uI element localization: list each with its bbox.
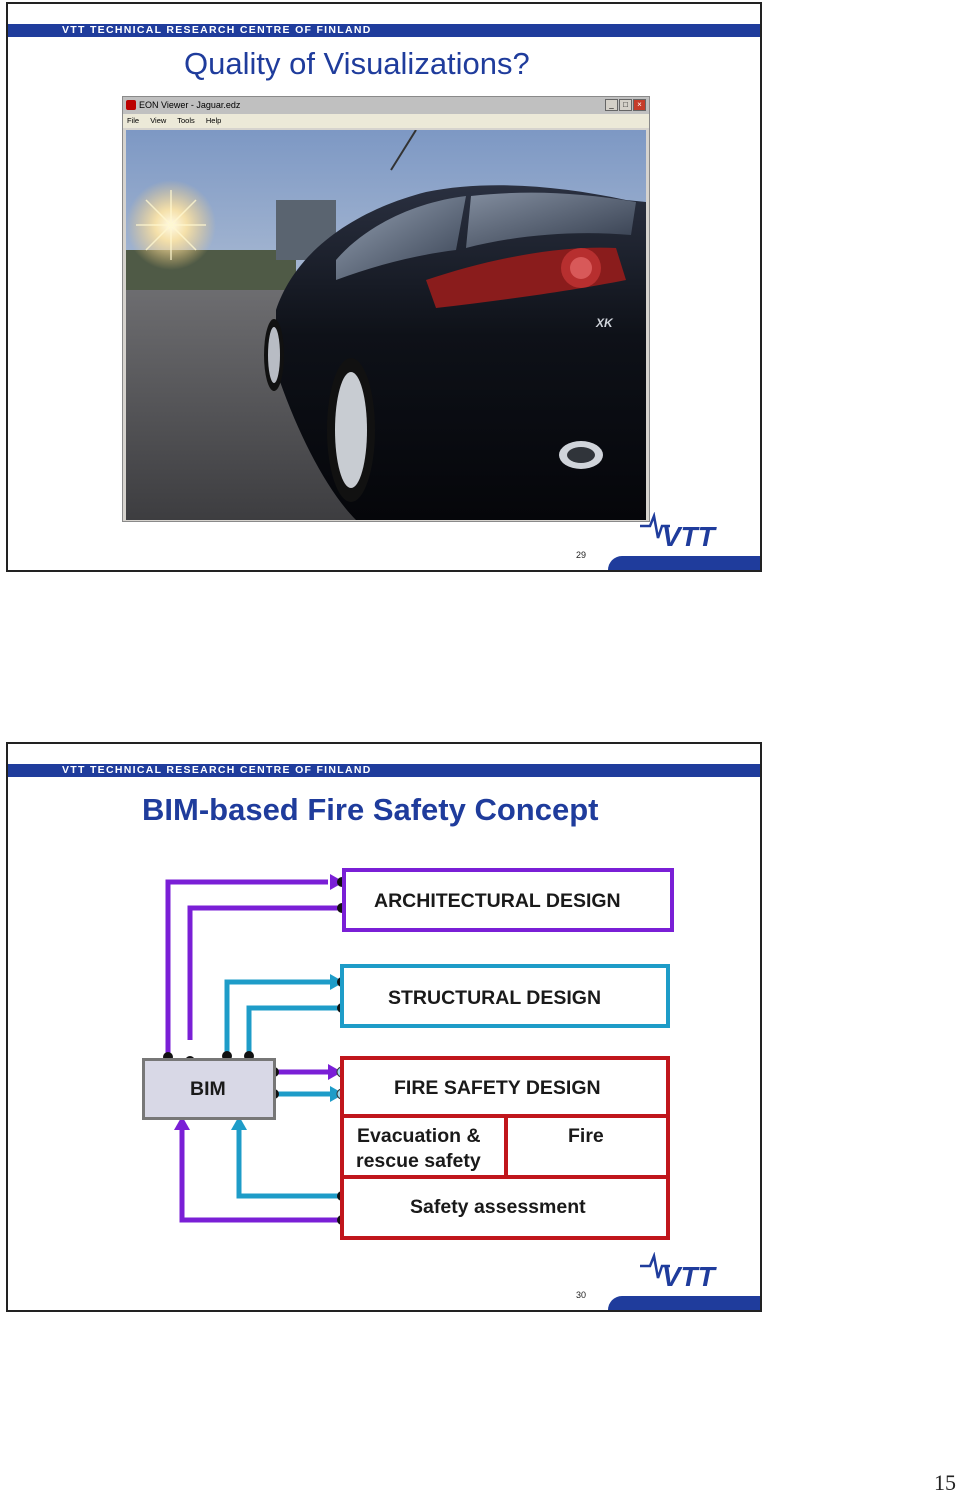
document-page-number: 15 <box>934 1470 956 1495</box>
menu-view[interactable]: View <box>150 116 167 125</box>
minimize-icon[interactable]: _ <box>605 99 618 111</box>
architectural-design-box <box>342 868 674 932</box>
close-icon[interactable]: × <box>633 99 646 111</box>
viewer-window-title: EON Viewer - Jaguar.edz <box>139 100 241 110</box>
footer-bar <box>608 556 760 570</box>
fire-safety-design-label: FIRE SAFETY DESIGN <box>394 1077 601 1099</box>
menu-tools[interactable]: Tools <box>177 116 195 125</box>
slide-30: VTT TECHNICAL RESEARCH CENTRE OF FINLAND… <box>6 742 762 1312</box>
app-icon <box>126 100 136 110</box>
bim-label: BIM <box>190 1078 226 1100</box>
eon-viewer-window: EON Viewer - Jaguar.edz _ □ × File View … <box>122 96 650 522</box>
menu-help[interactable]: Help <box>205 116 222 125</box>
viewer-menu-bar: File View Tools Help <box>123 114 649 128</box>
car-render-image: XK <box>126 130 646 520</box>
structural-design-box <box>340 964 670 1028</box>
evacuation-label-line2: rescue safety <box>356 1150 481 1172</box>
vtt-logo-text: VTT <box>662 1261 718 1292</box>
car-badge: XK <box>595 316 614 330</box>
menu-file[interactable]: File <box>127 116 140 125</box>
divider <box>504 1114 508 1177</box>
footer-bar <box>608 1296 760 1310</box>
slide-header-bar: VTT TECHNICAL RESEARCH CENTRE OF FINLAND <box>8 24 760 37</box>
slide-29: VTT TECHNICAL RESEARCH CENTRE OF FINLAND… <box>6 2 762 572</box>
bim-box <box>142 1058 276 1120</box>
slide-header-bar: VTT TECHNICAL RESEARCH CENTRE OF FINLAND <box>8 764 760 777</box>
safety-assessment-label: Safety assessment <box>410 1196 586 1218</box>
structural-design-label: STRUCTURAL DESIGN <box>388 987 602 1009</box>
slide-title: Quality of Visualizations? <box>184 46 530 81</box>
vtt-logo-text: VTT <box>662 521 718 552</box>
slide-page-number: 30 <box>576 1290 587 1300</box>
evacuation-label-line1: Evacuation & <box>357 1125 481 1147</box>
vtt-logo: VTT <box>640 1252 718 1292</box>
architectural-design-label: ARCHITECTURAL DESIGN <box>374 890 621 912</box>
maximize-icon[interactable]: □ <box>619 99 632 111</box>
slide-title: BIM-based Fire Safety Concept <box>142 792 599 827</box>
slide-page-number: 29 <box>576 550 587 560</box>
vtt-logo: VTT <box>640 512 718 552</box>
viewer-title-bar: EON Viewer - Jaguar.edz _ □ × <box>123 97 649 114</box>
fire-label: Fire <box>568 1125 604 1147</box>
divider <box>340 1175 670 1179</box>
